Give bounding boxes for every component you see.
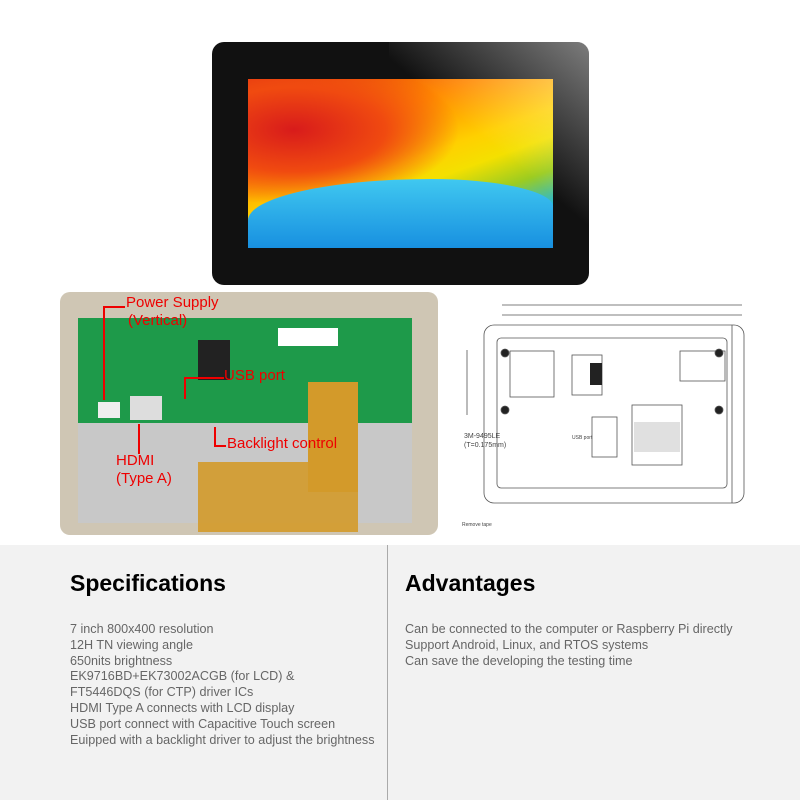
main-chip: [198, 340, 230, 380]
spec-item: 7 inch 800x400 resolution: [70, 622, 214, 636]
usb-label: USB port: [572, 435, 593, 441]
tape-label: 3M-9495LE: [464, 433, 501, 440]
spec-item: FT5446DQS (for CTP) driver ICs: [70, 685, 254, 700]
technical-drawing: 3M-9495LE (T=0.175mm) USB port Remove ta…: [462, 295, 752, 530]
annotation-hdmi-sub: (Type A): [116, 470, 172, 487]
spec-item: HDMI Type A connects with LCD display: [70, 700, 295, 715]
annotation-hdmi: HDMI: [116, 452, 155, 469]
advantages-title: Advantages: [405, 570, 536, 596]
advantage-item: Can be connected to the computer or Rasp…: [405, 622, 733, 636]
annotation-backlight-control: Backlight control: [227, 435, 338, 452]
tape-thickness: (T=0.175mm): [464, 442, 507, 449]
divider: [387, 545, 388, 800]
power-connector: [98, 402, 120, 418]
annotation-power-supply: Power Supply: [126, 294, 219, 311]
remove-tape-label: Remove tape: [462, 522, 492, 528]
annotation-usb-port: USB port: [224, 367, 285, 384]
touch-flex-cable: [198, 462, 358, 532]
display-front-image: [212, 42, 589, 285]
board-label: [278, 328, 338, 346]
spec-item: 650nits brightness: [70, 653, 173, 668]
advantages-section: Advantages Can be connected to the compu…: [405, 570, 733, 669]
specifications-title: Specifications: [70, 570, 226, 596]
advantage-item: Can save the developing the testing time: [405, 653, 633, 668]
screen-wallpaper: [248, 79, 553, 248]
product-images: Power Supply (Vertical) USB port Backlig…: [60, 42, 752, 535]
spec-item: Euipped with a backlight driver to adjus…: [70, 732, 375, 747]
annotation-power-supply-sub: (Vertical): [128, 312, 188, 329]
spec-item: EK9716BD+EK73002ACGB (for LCD) &: [70, 669, 295, 684]
pcb-back-image: Power Supply (Vertical) USB port Backlig…: [60, 292, 438, 535]
info-section: Specifications 7 inch 800x400 resolution…: [0, 545, 800, 800]
spec-item: USB port connect with Capacitive Touch s…: [70, 716, 336, 731]
specifications-section: Specifications 7 inch 800x400 resolution…: [70, 570, 375, 748]
spec-item: 12H TN viewing angle: [70, 637, 193, 652]
advantage-item: Support Android, Linux, and RTOS systems: [405, 637, 649, 652]
hdmi-connector: [130, 396, 162, 420]
